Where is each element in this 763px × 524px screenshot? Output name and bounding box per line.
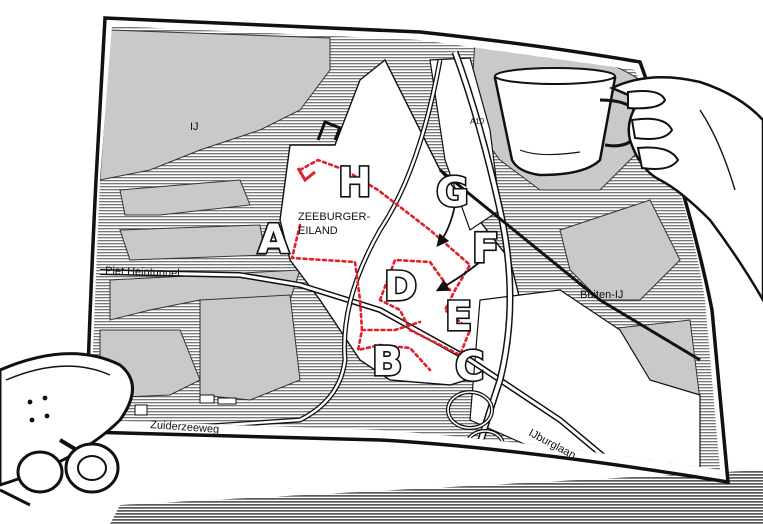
label-a10: A10 [470, 116, 485, 126]
label-buiten-ij: Buiten-IJ [580, 289, 623, 301]
walking-route [290, 158, 472, 372]
marker-d: D [384, 264, 417, 310]
label-island-line1: ZEEBURGER- [298, 211, 370, 223]
marker-h: H [338, 160, 371, 206]
hook-icon [316, 120, 342, 141]
label-zuiderzeeweg: Zuiderzeeweg [150, 419, 220, 436]
east-land [469, 289, 701, 470]
arrow-g-icon [436, 204, 456, 247]
arrows [435, 204, 481, 292]
ground-shading [110, 470, 763, 524]
roads [99, 50, 701, 470]
coffee-cup-in-hand-icon [493, 67, 763, 303]
letter-markers: A B C D E F G H [256, 158, 501, 391]
label-ij: IJ [190, 121, 199, 133]
label-island-line2: EILAND [298, 225, 338, 237]
jetties [134, 394, 237, 416]
marker-b: B [372, 339, 403, 385]
marker-f: F [472, 226, 499, 272]
arrow-f-icon [435, 261, 481, 292]
marker-e: E [445, 294, 472, 340]
skateboard-icon [0, 352, 134, 507]
route-start-icon [296, 167, 316, 183]
label-tunnel: Piet Heintunnel [105, 265, 180, 280]
marker-g: G [436, 170, 469, 216]
marker-c: C [455, 344, 484, 390]
marker-a: A [258, 217, 289, 263]
